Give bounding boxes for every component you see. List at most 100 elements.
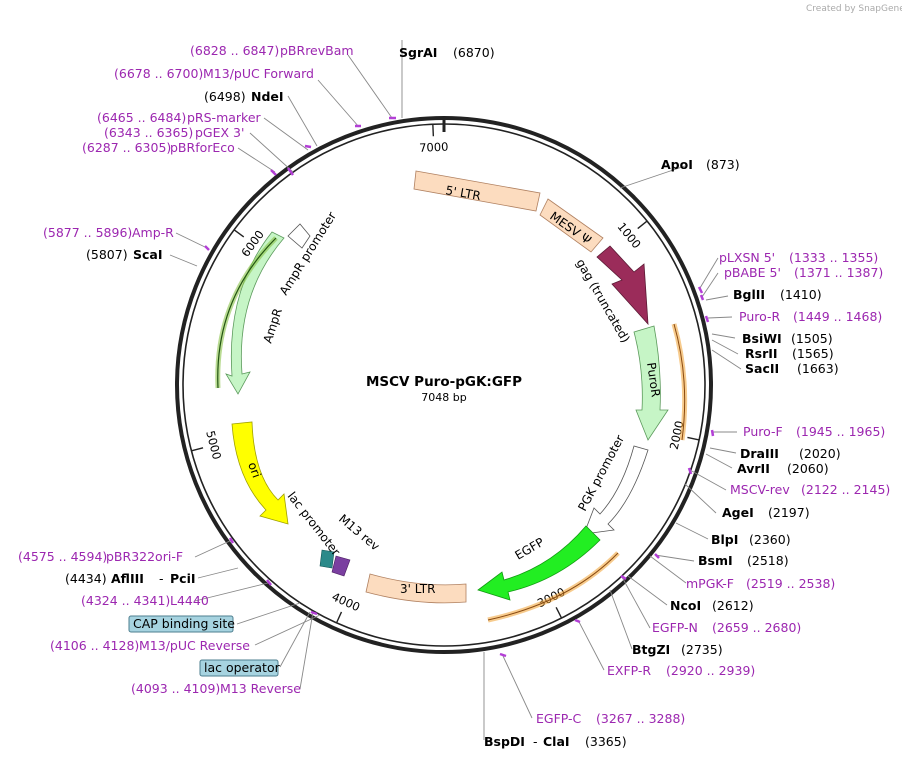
primer-plxsn-name[interactable]: pLXSN 5' — [719, 250, 775, 265]
site-rsrii-pos: (1565) — [792, 346, 834, 361]
primer-pgex-name[interactable]: pGEX 3' — [195, 125, 244, 140]
primer-egfpn-pos: (2659 .. 2680) — [712, 620, 801, 635]
site-rsrii-name[interactable]: RsrII — [745, 346, 778, 361]
primer-ampr-pos: (5877 .. 5896) — [43, 225, 132, 240]
primer-egfpc-pos: (3267 .. 3288) — [596, 711, 685, 726]
site-apoi-name[interactable]: ApoI — [661, 157, 693, 172]
feature-5ltr-label: 5' LTR — [444, 183, 481, 203]
primer-pbr322ori-pos: (4575 .. 4594) — [18, 549, 107, 564]
feature-m13rev-label: M13 rev — [336, 512, 382, 554]
primer-mpgkf-pos: (2519 .. 2538) — [746, 576, 835, 591]
primer-pbrrevbam-name[interactable]: pBRrevBam — [280, 43, 354, 58]
site-bsiwi-name[interactable]: BsiWI — [742, 331, 782, 346]
primer-m13rev-name[interactable]: M13 Reverse — [220, 681, 301, 696]
site-apoi-pos: (873) — [706, 157, 740, 172]
site-bsmi-name[interactable]: BsmI — [698, 553, 733, 568]
primer-mscvrev-name[interactable]: MSCV-rev — [730, 482, 790, 497]
primer-prs-pos: (6465 .. 6484) — [97, 110, 186, 125]
cap-binding-site-box[interactable] — [128, 615, 234, 633]
feature-pgk[interactable] — [583, 445, 649, 535]
feature-m13rev[interactable] — [331, 555, 351, 577]
site-bsiwi-pos: (1505) — [791, 331, 833, 346]
primer-m13puc-fwd-name[interactable]: M13/pUC Forward — [203, 66, 314, 81]
site-scai-pos: (5807) — [86, 247, 128, 262]
feature-puror[interactable] — [633, 325, 669, 441]
tick-label: 1000 — [615, 220, 644, 252]
primer-l4440-name[interactable]: L4440 — [170, 593, 209, 608]
primer-prs-name[interactable]: pRS-marker — [187, 110, 262, 125]
feature-egfp-label: EGFP — [513, 535, 547, 563]
cap-binding-site-label: CAP binding site — [133, 616, 235, 631]
primer-m13puc-fwd-pos: (6678 .. 6700) — [114, 66, 203, 81]
site-bsmi-pos: (2518) — [747, 553, 789, 568]
tick-mark — [233, 229, 245, 238]
primer-pbrforeco-name[interactable]: pBRforEco — [170, 140, 235, 155]
feature-lac-promoter[interactable] — [319, 549, 335, 569]
primer-mscvrev-pos: (2122 .. 2145) — [801, 482, 890, 497]
feature-mesv[interactable] — [539, 198, 604, 253]
feature-egfp[interactable] — [477, 525, 601, 601]
primer-purof-pos: (1945 .. 1965) — [796, 424, 885, 439]
site-ncoi-name[interactable]: NcoI — [670, 598, 701, 613]
tick-label: 4000 — [330, 589, 362, 614]
feature-puror-label: PuroR — [644, 361, 663, 398]
primer-purof-name[interactable]: Puro-F — [743, 424, 783, 439]
site-afliii-name[interactable]: AflIII — [111, 571, 144, 586]
tick-mark — [432, 124, 435, 137]
feature-3ltr-label: 3' LTR — [400, 582, 435, 596]
feature-3ltr[interactable] — [365, 573, 467, 604]
site-afliii-pos: (4434) — [65, 571, 107, 586]
site-sacii-name[interactable]: SacII — [745, 361, 779, 376]
lac-operator-box[interactable] — [199, 659, 279, 677]
site-bspdi-dash: - — [533, 734, 538, 749]
site-clai-name[interactable]: ClaI — [543, 734, 570, 749]
tick-label: 7000 — [419, 140, 449, 155]
tick-mark — [687, 436, 700, 441]
feature-ampr-promoter[interactable] — [287, 223, 311, 249]
primer-exfpr-name[interactable]: EXFP-R — [607, 663, 651, 678]
feature-ori[interactable] — [231, 421, 289, 525]
primer-pbabe-name[interactable]: pBABE 5' — [724, 265, 781, 280]
site-blpi-name[interactable]: BlpI — [711, 532, 738, 547]
site-bglii-name[interactable]: BglII — [733, 287, 765, 302]
tick-mark — [335, 611, 343, 624]
tick-mark — [555, 607, 563, 619]
primer-marks — [204, 116, 715, 658]
site-pcii-name[interactable]: PciI — [170, 571, 196, 586]
leader-lines — [169, 40, 742, 740]
tick-mark — [191, 447, 204, 452]
primer-egfpc-name[interactable]: EGFP-C — [536, 711, 582, 726]
site-ndei-name[interactable]: NdeI — [251, 89, 284, 104]
site-btgzi-name[interactable]: BtgZI — [632, 642, 670, 657]
site-btgzi-pos: (2735) — [681, 642, 723, 657]
site-blpi-pos: (2360) — [749, 532, 791, 547]
site-sgrai-name[interactable]: SgrAI — [399, 45, 437, 60]
tick-label: 5000 — [203, 429, 224, 461]
site-scai-name[interactable]: ScaI — [133, 247, 163, 262]
map-title: MSCV Puro-pGK:GFP — [366, 374, 522, 390]
primer-ampr-name[interactable]: Amp-R — [132, 225, 174, 240]
primer-m13rev-pos: (4093 .. 4109) — [131, 681, 220, 696]
primer-l4440-pos: (4324 .. 4341) — [81, 593, 170, 608]
site-draiii-name[interactable]: DraIII — [740, 446, 779, 461]
site-ndei-pos: (6498) — [204, 89, 246, 104]
primer-m13puc-rev-name[interactable]: M13/pUC Reverse — [139, 638, 250, 653]
site-ncoi-pos: (2612) — [712, 598, 754, 613]
site-agei-name[interactable]: AgeI — [722, 505, 754, 520]
primer-puror-name[interactable]: Puro-R — [739, 309, 780, 324]
feature-ampr-promoter-label: AmpR promoter — [277, 209, 339, 297]
site-avrii-pos: (2060) — [787, 461, 829, 476]
site-bspdi-pos: (3365) — [585, 734, 627, 749]
feature-5ltr[interactable] — [413, 170, 541, 212]
primer-egfpn-name[interactable]: EGFP-N — [652, 620, 698, 635]
primer-pbabe-pos: (1371 .. 1387) — [794, 265, 883, 280]
primer-mpgkf-name[interactable]: mPGK-F — [686, 576, 734, 591]
site-avrii-name[interactable]: AvrII — [737, 461, 770, 476]
site-bspdi-name[interactable]: BspDI — [484, 734, 525, 749]
feature-ampr-label: AmpR — [261, 306, 285, 344]
feature-gag[interactable] — [596, 245, 649, 326]
primer-pbr322ori-name[interactable]: pBR322ori-F — [106, 549, 183, 564]
tick-mark — [637, 220, 648, 230]
site-agei-pos: (2197) — [768, 505, 810, 520]
